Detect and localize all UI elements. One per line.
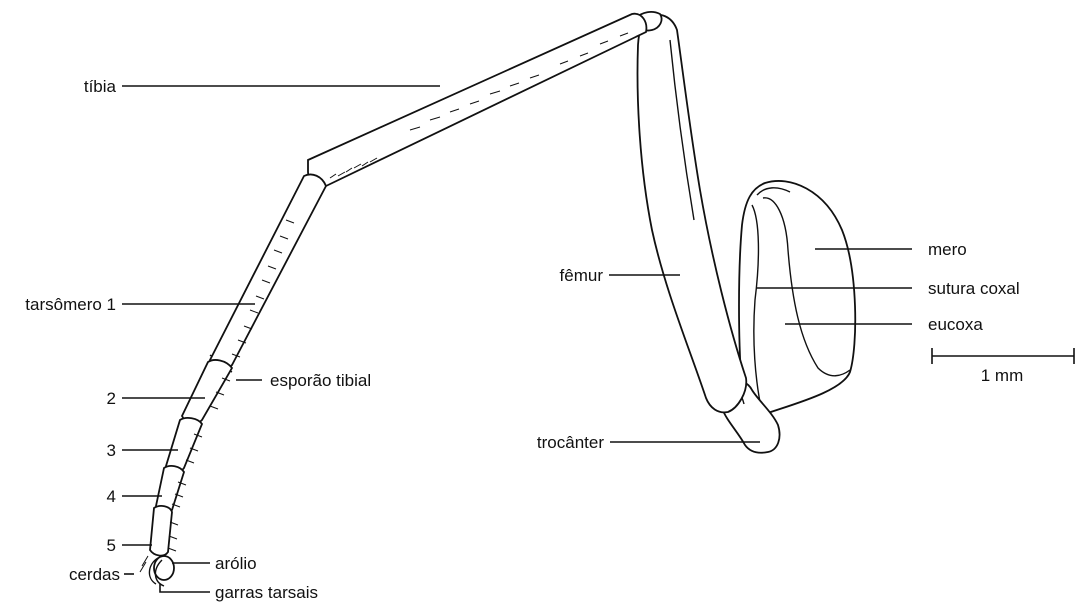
label-mero: mero [928,240,967,259]
label-tarsomere-3: 3 [107,441,116,460]
scale-bar [932,348,1074,364]
label-garras-tarsais: garras tarsais [215,583,318,602]
tarsomere-2-shape [182,360,232,423]
label-tarsomere-4: 4 [107,487,116,506]
label-arolio: arólio [215,554,257,573]
leader-garras [160,584,210,592]
label-scale: 1 mm [981,366,1024,385]
label-esporao-tibial: esporão tibial [270,371,371,390]
label-tarsomere-5: 5 [107,536,116,555]
tarsomere-3-shape [166,418,202,472]
tibia-shape [308,14,646,187]
label-eucoxa: eucoxa [928,315,983,334]
label-femur: fêmur [560,266,604,285]
femur-shape [638,15,747,413]
tarsomere-1-shape [210,174,326,368]
label-tarsomere-2: 2 [107,389,116,408]
label-tibia: tíbia [84,77,117,96]
setae-bristles [140,556,148,572]
label-trocanter: trocânter [537,433,604,452]
label-sutura-coxal: sutura coxal [928,279,1020,298]
label-cerdas: cerdas [69,565,120,584]
label-tarsomero-1: tarsômero 1 [25,295,116,314]
